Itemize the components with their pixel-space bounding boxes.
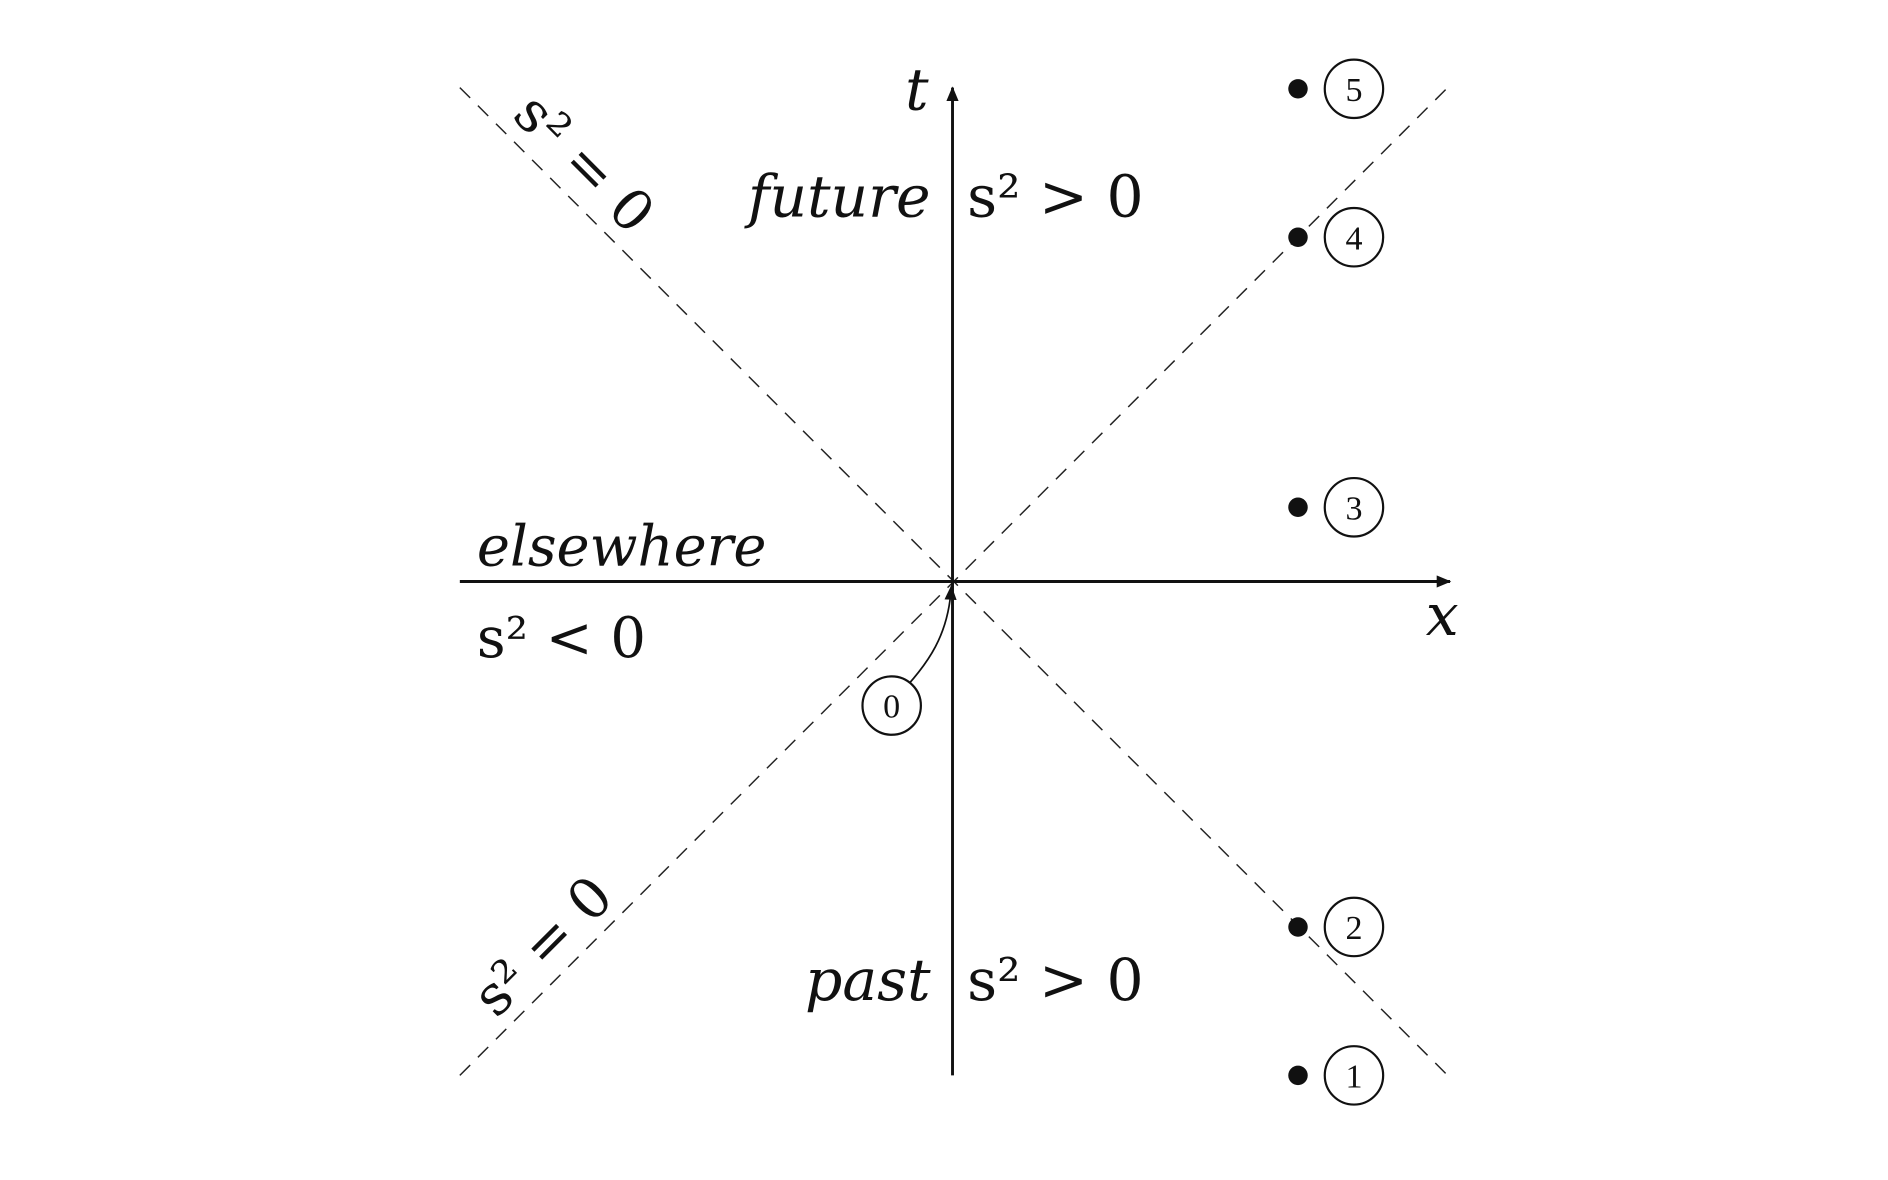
event-5: 5 bbox=[1288, 58, 1385, 120]
event-dot bbox=[1288, 227, 1308, 247]
event-label-circle bbox=[1323, 58, 1385, 120]
event-2: 2 bbox=[1288, 896, 1385, 958]
t-axis-label: t bbox=[905, 55, 929, 123]
past-condition: s² > 0 bbox=[967, 946, 1144, 1014]
event-label-circle bbox=[1323, 896, 1385, 958]
event-3: 3 bbox=[1288, 476, 1385, 538]
event-label: 5 bbox=[1345, 72, 1362, 109]
origin-event-circle bbox=[861, 675, 922, 736]
event-label-circle bbox=[1323, 1045, 1385, 1106]
future-label: future bbox=[744, 163, 931, 231]
event-label: 2 bbox=[1345, 910, 1362, 947]
event-label: 3 bbox=[1345, 490, 1362, 527]
future-condition: s² > 0 bbox=[967, 163, 1144, 231]
event-label-circle bbox=[1323, 206, 1385, 268]
event-label-circle bbox=[1323, 476, 1385, 538]
event-dot bbox=[1288, 917, 1308, 937]
event-dot bbox=[1288, 1065, 1308, 1086]
light-cone-label-lower: s² = 0 bbox=[460, 864, 626, 1030]
event-label: 4 bbox=[1345, 220, 1362, 257]
event-4: 4 bbox=[1288, 206, 1385, 268]
event-label: 1 bbox=[1345, 1059, 1362, 1096]
past-label: past bbox=[805, 946, 931, 1014]
elsewhere-condition: s² < 0 bbox=[477, 606, 646, 671]
event-1: 1 bbox=[1288, 1045, 1385, 1106]
origin-event-label: 0 bbox=[883, 689, 900, 726]
elsewhere-label: elsewhere bbox=[477, 515, 767, 580]
event-dot bbox=[1288, 79, 1308, 99]
x-axis-label: x bbox=[1426, 581, 1459, 649]
event-dot bbox=[1288, 497, 1308, 518]
light-cone-label-upper: s² = 0 bbox=[501, 81, 667, 247]
